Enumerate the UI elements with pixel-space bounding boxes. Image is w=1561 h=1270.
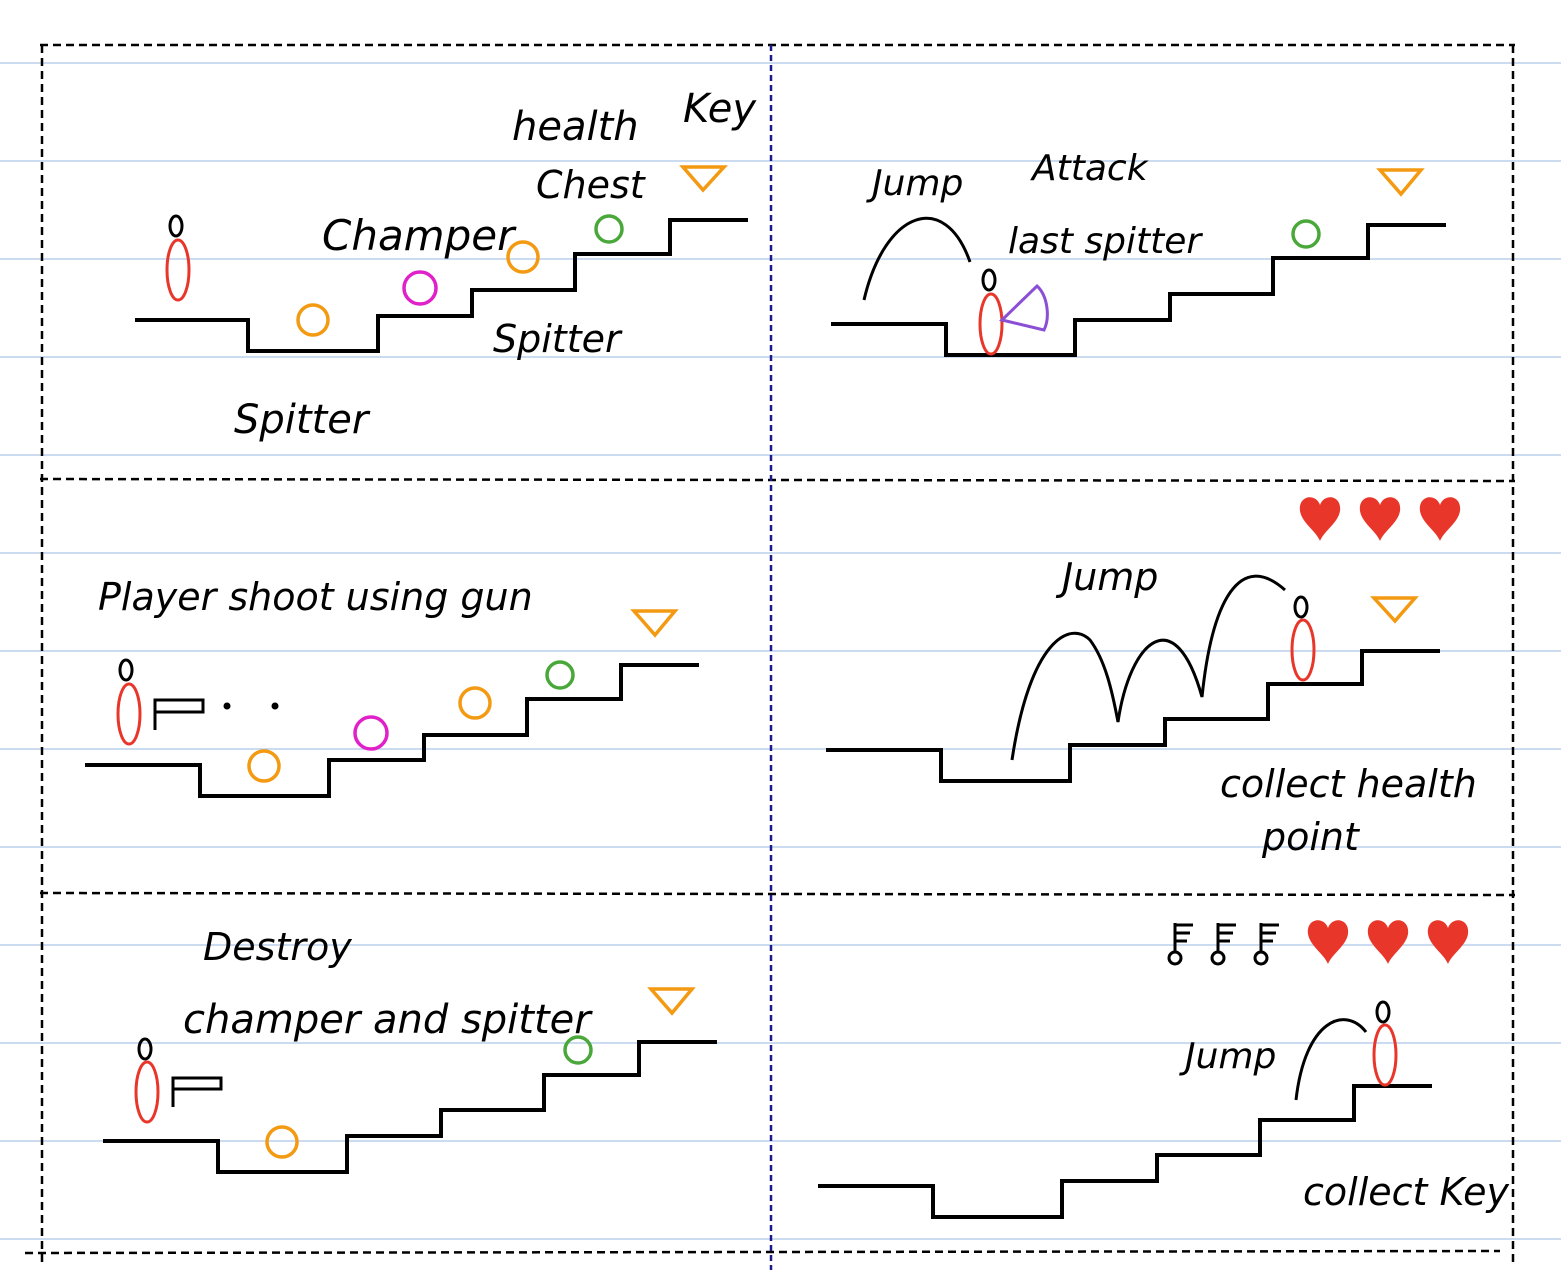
- key-icon: [630, 609, 679, 638]
- destroy-label: Destroy: [203, 925, 352, 969]
- key-icon: [1370, 596, 1419, 624]
- panel-2: Jump Attack last spitter: [831, 148, 1446, 357]
- panel-3: Player shoot using gun: [85, 575, 699, 798]
- panel-5: Destroy champer and spitter: [103, 925, 717, 1174]
- spitter-enemy: [247, 749, 281, 783]
- heart-icon: [1367, 920, 1409, 964]
- key-inventory-icon: [1210, 923, 1236, 966]
- key-icon: [679, 165, 728, 193]
- last-spitter-label: last spitter: [1008, 221, 1203, 262]
- notebook-rule-lines: [0, 62, 1561, 1240]
- key-icon: [1376, 168, 1425, 197]
- hearts-row: [1307, 920, 1469, 964]
- key-inventory: [1167, 923, 1279, 966]
- shoot-caption: Player shoot using gun: [98, 575, 533, 619]
- jump-label: Jump: [866, 163, 963, 204]
- spitter-enemy: [506, 240, 540, 274]
- spitter-enemy: [458, 686, 492, 720]
- champer-enemy: [402, 270, 438, 306]
- player-figure: [1290, 595, 1316, 682]
- heart-icon: [1419, 497, 1461, 541]
- spitter-enemy: [296, 303, 330, 337]
- chest-label: Chest: [536, 163, 647, 207]
- heart-icon: [1299, 497, 1341, 541]
- health-point-icon: [1291, 219, 1321, 249]
- stair-terrain: [826, 649, 1440, 783]
- jump-arc: [862, 216, 972, 301]
- champer-label: Champer: [322, 211, 517, 260]
- stair-terrain: [818, 1084, 1432, 1219]
- player-figure: [134, 1037, 160, 1124]
- stair-terrain: [831, 223, 1446, 357]
- panel-6: Jump collect Key: [818, 920, 1509, 1219]
- player-figure: [1372, 1000, 1398, 1087]
- collect-label-line2: point: [1261, 815, 1361, 859]
- key-icon: [647, 987, 696, 1016]
- health-point-icon: [594, 214, 624, 244]
- health-label: health: [512, 104, 639, 150]
- bullet: [223, 702, 231, 710]
- collect-key-label: collect Key: [1303, 1170, 1509, 1214]
- player-figure: [165, 214, 191, 302]
- row-divider-1: [39, 477, 1516, 483]
- heart-icon: [1359, 497, 1401, 541]
- heart-icon: [1307, 920, 1349, 964]
- gun-icon: [153, 698, 205, 730]
- bottom-border: [24, 1249, 1501, 1255]
- bullet: [271, 702, 279, 710]
- spitter-label: Spitter: [493, 317, 623, 361]
- key-inventory-icon: [1167, 923, 1193, 966]
- gun-icon: [171, 1076, 223, 1107]
- heart-icon: [1427, 920, 1469, 964]
- row-divider-2: [39, 891, 1516, 897]
- stair-terrain: [85, 663, 699, 798]
- player-figure: [978, 268, 1004, 356]
- key-inventory-icon: [1253, 923, 1279, 966]
- jump-arc: [1294, 1018, 1368, 1101]
- spitter-enemy: [265, 1125, 299, 1159]
- jump-label: Jump: [1055, 555, 1158, 599]
- stair-terrain: [103, 1040, 717, 1174]
- attack-label: Attack: [1030, 148, 1150, 189]
- health-point-icon: [563, 1035, 593, 1065]
- panel-1: health Key Chest Champer Spitter Spitter: [135, 86, 757, 443]
- champer-enemy: [353, 715, 389, 751]
- player-figure: [116, 658, 142, 746]
- attack-arc-icon: [998, 283, 1049, 332]
- target-label: champer and spitter: [183, 997, 593, 1043]
- panel-4: Jump collect health point: [826, 497, 1477, 859]
- hearts-row: [1299, 497, 1461, 541]
- collect-label-line1: collect health: [1220, 762, 1477, 806]
- jump-arc: [1010, 574, 1286, 761]
- spitter-label: Spitter: [234, 397, 371, 443]
- stair-terrain: [135, 218, 748, 353]
- key-label: Key: [683, 86, 757, 132]
- health-point-icon: [545, 660, 575, 690]
- jump-label: Jump: [1179, 1036, 1276, 1077]
- panel-borders: [24, 43, 1516, 1270]
